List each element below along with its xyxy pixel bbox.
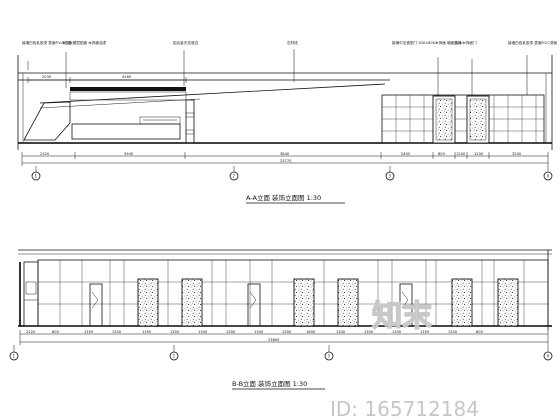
axis-label-b3: 3 (328, 354, 331, 359)
dim-b-15: 1350 (420, 330, 430, 334)
axis-bubble-b2 (169, 351, 179, 361)
dim-b-13: 1300 (364, 330, 374, 334)
dim-b-4: 1350 (112, 330, 122, 334)
dim-bottom-3: 3840 (280, 152, 290, 156)
stone-panel-6-b (497, 278, 519, 327)
left-angled-panel-a (23, 101, 71, 141)
axis-label-a4: 4 (547, 174, 550, 179)
stone-panel-1-b (137, 278, 159, 327)
leader-note-1: 接墙白色乳胶漆 表面P.V.C漆面 (22, 40, 71, 45)
dim-top-1: 2030 (42, 75, 52, 79)
axis-bubble-b4 (543, 351, 553, 361)
leader-note-4: 石材线 (287, 40, 298, 45)
dim-b-6: 1350 (170, 330, 180, 334)
tiled-wall-a (381, 94, 545, 144)
dim-b-1: 2220 (26, 330, 36, 334)
leader-note-5: 接墙中空造型门 300×600木饰面 墙面贴砖 (392, 40, 462, 45)
stone-panel-5-b (451, 278, 473, 327)
dim-b-8: 1300 (226, 330, 236, 334)
bottom-dimensions-a: 2320 3945 3840 2400 800 1200 1200 3200 2… (21, 152, 549, 166)
axis-label-a3: 3 (389, 174, 392, 179)
axis-bubble-b1 (9, 351, 19, 361)
axis-bubble-a2 (229, 171, 239, 181)
axis-label-a2: 2 (233, 174, 236, 179)
dim-b-17: 800 (476, 330, 484, 334)
stone-panel-3-b (293, 278, 315, 327)
dim-bottom-1: 2320 (40, 152, 50, 156)
elevation-b: 2220 800 1350 1350 1350 1350 1300 1300 1… (9, 249, 553, 390)
watermark-logo: 知末 (372, 299, 432, 334)
side-unit-b (23, 261, 39, 327)
axis-bubble-a4 (543, 171, 553, 181)
reception-counter-a (71, 123, 181, 140)
axis-markers-b: 1 2 3 4 (9, 345, 553, 361)
stone-panel-2-b (181, 278, 203, 327)
frieze-bar-a (70, 87, 186, 91)
leader-note-6: 实木木饰面门 (455, 40, 477, 45)
dim-total-a: 23770 (280, 159, 292, 163)
dim-b-14: 1350 (392, 330, 402, 334)
dim-bottom-7: 1200 (474, 152, 484, 156)
column-a (185, 99, 195, 144)
bottom-dimensions-b: 2220 800 1350 1350 1350 1350 1300 1300 1… (19, 330, 549, 345)
dim-b-3: 1350 (84, 330, 94, 334)
axis-bubble-a1 (31, 171, 41, 181)
axis-label-a1: 1 (35, 174, 38, 179)
dim-b-10: 1300 (282, 330, 292, 334)
watermark-id: ID: 165712184 (330, 397, 479, 420)
dim-b-5: 1350 (142, 330, 152, 334)
counter-panel-a (139, 116, 181, 125)
dim-bottom-8: 3200 (512, 152, 522, 156)
elevation-a: 接墙白色乳胶漆 表面P.V.C漆面 木工板基层贴面 木饰面油漆 铝合金天花收边 … (17, 40, 557, 204)
dim-b-11: 1800 (306, 330, 316, 334)
stone-panel-4-b (337, 278, 359, 327)
axis-label-b1: 1 (13, 354, 16, 359)
watermark: 知末 ID: 165712184 (330, 298, 479, 420)
title-a: A-A立面 装饰立面图 1:30 (246, 193, 321, 202)
dim-b-12: 1300 (336, 330, 346, 334)
dim-bottom-5: 800 (438, 152, 446, 156)
axis-bubble-a3 (385, 171, 395, 181)
axis-bubble-b3 (324, 351, 334, 361)
leader-note-2: 木工板基层贴面 木饰面油漆 (62, 40, 107, 45)
axis-label-b2: 2 (173, 354, 176, 359)
dim-b-7: 1300 (198, 330, 208, 334)
title-b: B-B立面 装饰立面图 1:30 (232, 379, 307, 388)
leader-note-7: 接墙白色乳胶漆 表面P.V.C漆面 (508, 40, 557, 45)
top-dimension-a: 2030 4260 (27, 75, 187, 83)
dim-total-b: 23800 (268, 338, 280, 342)
mirror-panels-b (89, 283, 413, 327)
axis-markers-a: 1 2 3 4 (31, 166, 553, 181)
leader-notes-a: 接墙白色乳胶漆 表面P.V.C漆面 木工板基层贴面 木饰面油漆 铝合金天花收边 … (22, 40, 557, 96)
dim-top-2: 4260 (122, 75, 132, 79)
dim-bottom-6: 1200 (456, 152, 466, 156)
dim-bottom-4: 2400 (401, 152, 411, 156)
dim-b-2: 800 (52, 330, 60, 334)
dim-bottom-2: 3945 (124, 152, 133, 156)
axis-label-b4: 4 (547, 354, 550, 359)
dim-b-16: 1350 (448, 330, 458, 334)
dim-b-9: 1300 (254, 330, 264, 334)
leader-note-3: 铝合金天花收边 (173, 40, 199, 45)
